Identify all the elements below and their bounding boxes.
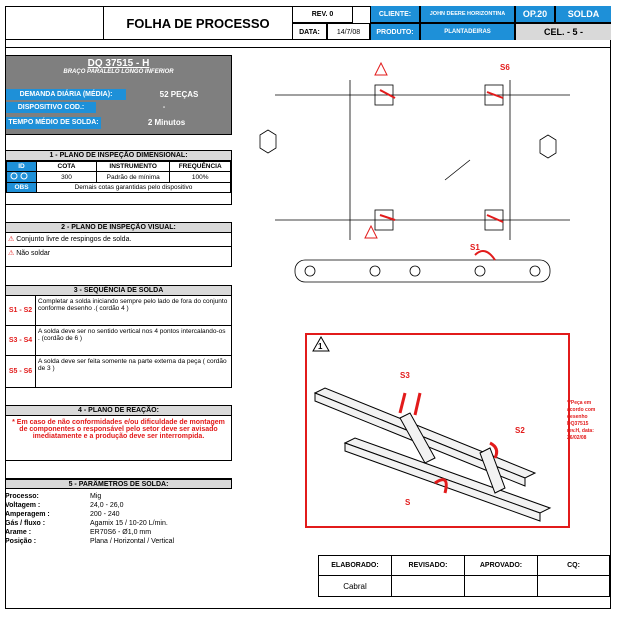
cq-value (538, 576, 609, 596)
param-label: Gás / fluxo : (5, 520, 46, 527)
param-value: Mig (90, 493, 102, 500)
param-label: Arame : (5, 529, 32, 536)
col-frequencia: FREQUÊNCIA (169, 161, 231, 172)
aprovado-value (465, 576, 538, 596)
reacao-text: * Em caso de não conformidades e/ou difi… (12, 419, 225, 440)
produto-label: PRODUTO: (370, 23, 420, 40)
elaborado-value: Cabral (319, 576, 392, 596)
param-label: Voltagem : (5, 502, 41, 509)
plano-dimensional: 1 - PLANO DE INSPEÇÃO DIMENSIONAL: ID CO… (5, 150, 232, 205)
op-type: SOLDA (555, 6, 611, 23)
label-s6: S6 (500, 63, 510, 72)
tempo-value: 2 Minutos (147, 118, 186, 127)
demanda-label: DEMANDA DIÁRIA (MÉDIA): (6, 89, 126, 100)
instrumento-value: Padrão de mínima (95, 171, 171, 183)
param-label: Amperagem : (5, 511, 50, 518)
cliente-label: CLIENTE: (370, 6, 420, 23)
col-instrumento: INSTRUMENTO (95, 161, 171, 172)
obs-value: Demais cotas garantidas pelo dispositivo (36, 182, 231, 193)
warning-icon (364, 224, 378, 239)
dimension-icon (6, 171, 37, 183)
seq-id: S3 - S4 (6, 326, 36, 355)
parametros-grid: Processo: Mig Voltagem : 24,0 - 26,0 Amper… (5, 493, 232, 545)
cq-label: CQ: (567, 562, 580, 569)
cel-label: CEL. - 5 - (515, 23, 611, 40)
elaborado-label: ELABORADO: (319, 556, 392, 575)
technical-drawing: S6 S1 (259, 61, 570, 283)
seq-row: S1 - S2 Completar a solda iniciando semp… (6, 296, 231, 326)
reacao-title: 4 - PLANO DE REAÇÃO: (6, 406, 231, 416)
part-block: DQ 37515 - H BRAÇO PARALELO LONGO INFERI… (5, 55, 232, 135)
revisado-value (392, 576, 465, 596)
parametros-solda: 5 - PARÂMETROS DE SOLDA: Processo: Mig Vo… (5, 478, 232, 578)
visual-item: ⚠ Não soldar (6, 247, 231, 261)
visual-item-text: Conjunto livre de respingos de solda. (16, 236, 132, 243)
part-code: DQ 37515 - H (87, 58, 150, 69)
seq-id: S1 - S2 (6, 296, 36, 325)
tempo-label: TEMPO MÉDIO DE SOLDA: (6, 117, 101, 129)
rev-label: REV. 0 (293, 6, 353, 23)
obs-label: OBS (6, 182, 37, 193)
seq-text: A solda deve ser feita somente na parte … (38, 358, 227, 372)
warning-icon (374, 61, 388, 76)
visual-item: ⚠ Conjunto livre de respingos de solda. (6, 233, 231, 247)
sequencia-solda: 3 - SEQUÊNCIA DE SOLDA S1 - S2 Completar… (5, 285, 232, 388)
iso-drawing: 1 S3 S2 S (305, 333, 570, 528)
data-label: DATA: (293, 23, 327, 40)
warning-icon: ⚠ (8, 250, 15, 257)
cliente-value: JOHN DEERE HORIZONTINA (420, 6, 515, 23)
parametros-title: 5 - PARÂMETROS DE SOLDA: (5, 479, 232, 489)
aprovado-label: APROVADO: (465, 556, 538, 575)
warning-icon: ⚠ (8, 236, 15, 243)
col-cota: COTA (36, 161, 97, 172)
param-label: Processo: (5, 493, 39, 500)
header (5, 6, 611, 40)
param-value: 200 - 240 (90, 511, 120, 518)
dispositivo-label: DISPOSITIVO COD.: (6, 102, 96, 113)
label-s: S (405, 498, 411, 507)
seq-row: S5 - S6 A solda deve ser feita somente n… (6, 356, 231, 387)
label-s1: S1 (470, 243, 480, 252)
param-value: 24,0 - 26,0 (90, 502, 124, 509)
triangle-number: 1 (318, 342, 323, 351)
seq-row: S3 - S4 A solda deve ser no sentido vert… (6, 326, 231, 356)
op-label: OP.20 (515, 6, 555, 23)
seq-text: Completar a solda iniciando sempre pelo … (38, 298, 228, 312)
plano-visual: 2 - PLANO DE INSPEÇÃO VISUAL: ⚠ Conjunto… (5, 222, 232, 267)
plano-visual-title: 2 - PLANO DE INSPEÇÃO VISUAL: (6, 223, 231, 233)
seq-text: A solda deve ser no sentido vertical nos… (38, 328, 226, 342)
page-title: FOLHA DE PROCESSO (103, 6, 293, 40)
frequencia-value: 100% (169, 171, 231, 183)
demanda-value: 52 PEÇAS (159, 90, 199, 99)
seq-id: S5 - S6 (6, 356, 36, 387)
param-value: Agamix 15 / 10-20 L/min. (90, 520, 168, 527)
param-value: ER70S6 - Ø1,0 mm (90, 529, 152, 536)
col-id: ID (6, 161, 37, 172)
cota-value: 300 (36, 171, 97, 183)
plano-reacao: 4 - PLANO DE REAÇÃO: * Em caso de não co… (5, 405, 232, 461)
param-label: Posição : (5, 538, 37, 545)
warning-icon (312, 335, 330, 352)
label-s2: S2 (515, 426, 525, 435)
label-s3: S3 (400, 371, 410, 380)
revisado-label: REVISADO: (392, 556, 465, 575)
signature-table: ELABORADO: REVISADO: APROVADO: CQ: Cabra… (318, 555, 610, 597)
dispositivo-value: - (162, 104, 166, 111)
part-name: BRAÇO PARALELO LONGO INFERIOR (63, 69, 174, 75)
visual-item-text: Não soldar (16, 250, 51, 257)
revision-note: **Peça em acordo com desenho DQ37515 rev… (567, 400, 596, 441)
produto-value: PLANTADEIRAS (420, 23, 515, 40)
header-gap (5, 40, 611, 48)
param-value: Plana / Horizontal / Vertical (90, 538, 175, 545)
data-value: 14/7/08 (327, 23, 370, 40)
sequencia-title: 3 - SEQUÊNCIA DE SOLDA (6, 286, 231, 296)
plano-dimensional-title: 1 - PLANO DE INSPEÇÃO DIMENSIONAL: (6, 151, 231, 161)
